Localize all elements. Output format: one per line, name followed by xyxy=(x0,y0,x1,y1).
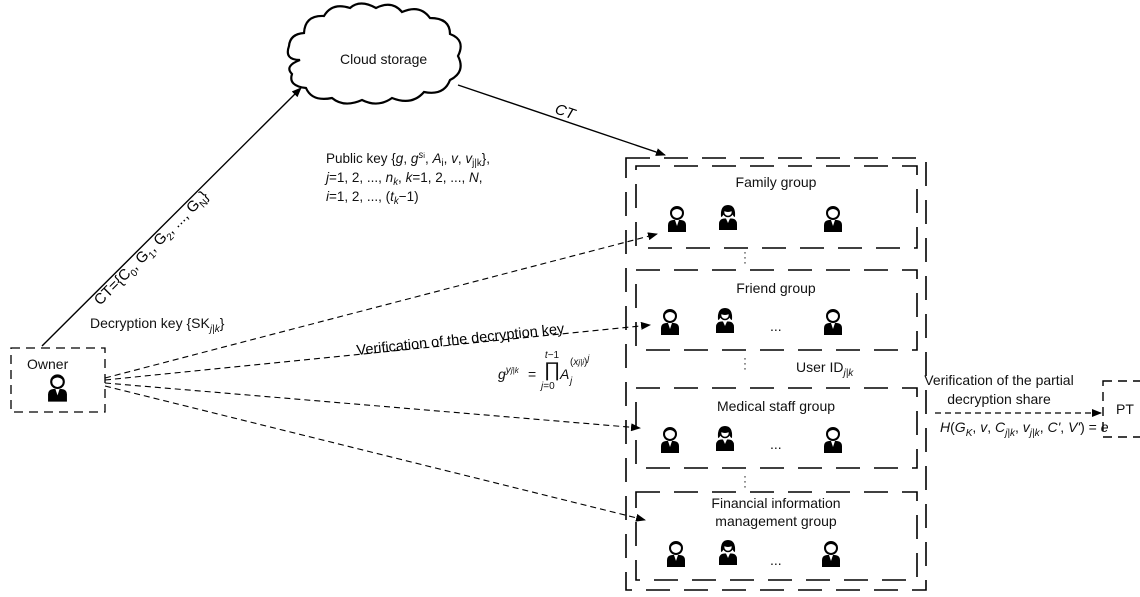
group-title-medical: Medical staff group xyxy=(716,398,836,414)
pt-box xyxy=(1102,380,1140,438)
partial-share-line2: decryption share xyxy=(947,391,1051,407)
user-male-icon xyxy=(821,541,841,567)
group-title-financial-line2: management group xyxy=(715,513,837,529)
decryption-key-label: Decryption key {SKj|k} xyxy=(90,315,225,335)
group-box-financial xyxy=(635,491,918,581)
verification-formula-eq: = xyxy=(528,366,537,382)
user-male-icon xyxy=(823,206,843,232)
group-title-friend: Friend group xyxy=(736,280,816,296)
members-ellipsis: ... xyxy=(770,436,782,452)
ct-arrow-label: CT xyxy=(553,101,579,124)
verification-formula-a: A xyxy=(560,366,570,382)
owner-label: Owner xyxy=(27,356,69,372)
verification-formula: gyj|k xyxy=(498,365,519,382)
cloud-label: Cloud storage xyxy=(340,51,428,67)
public-key-line1: Public key {g, gsi, Ai, v, vj|k}, xyxy=(326,149,490,170)
group-box-friend xyxy=(635,269,918,351)
partial-share-formula: H(GK, v, Cj|k, vj|k, C', V') = e xyxy=(940,419,1109,439)
user-male-icon xyxy=(823,309,843,335)
ct-owner-to-cloud-arrow xyxy=(41,87,302,347)
vertical-ellipsis-icon: ··· xyxy=(743,351,747,375)
user-male-icon xyxy=(666,541,686,567)
group-box-medical xyxy=(635,387,918,469)
user-male-icon xyxy=(660,309,680,335)
arrow-to-friend xyxy=(104,321,651,381)
verification-formula-prod: t−1 xyxy=(544,350,560,361)
public-key-line2: j=1, 2, ..., nk, k=1, 2, ..., N, xyxy=(326,170,483,189)
user-female-icon xyxy=(718,204,738,230)
ct-cloud-to-groups-arrow xyxy=(457,84,666,156)
user-male-icon xyxy=(823,427,843,453)
members-ellipsis: ... xyxy=(770,552,782,568)
cloud-icon xyxy=(286,2,462,105)
vertical-ellipsis-icon: ··· xyxy=(743,469,747,493)
verification-decryption-key-label: Verification of the decryption key xyxy=(356,321,566,359)
vertical-ellipsis-icon: ··· xyxy=(743,245,747,269)
groups-container xyxy=(625,157,927,591)
user-female-icon xyxy=(718,539,738,565)
verification-formula-prod-low: j=0 xyxy=(541,381,555,392)
user-male-icon xyxy=(660,427,680,453)
members-ellipsis: ... xyxy=(770,318,782,334)
verification-formula-a-sub: j xyxy=(570,376,573,387)
owner-user-icon xyxy=(47,374,68,402)
ct-components-label: CT={C0, G1, G2, ..., GN} xyxy=(91,188,214,311)
pt-label: PT xyxy=(1116,401,1134,417)
user-female-icon xyxy=(715,425,735,451)
public-key-line3: i=1, 2, ..., (tk−1) xyxy=(326,189,419,208)
group-title-financial-line1: Financial information xyxy=(711,495,841,511)
verification-formula-prod-sym: ∏ xyxy=(544,359,561,381)
user-id-label: User IDj|k xyxy=(796,359,854,379)
group-title-family: Family group xyxy=(735,174,817,190)
user-female-icon xyxy=(715,307,735,333)
verification-formula-a-sup: (xj|i)j xyxy=(570,353,590,368)
partial-share-line1: Verification of the partial xyxy=(924,372,1074,388)
arrow-to-financial xyxy=(104,385,646,522)
user-male-icon xyxy=(667,206,687,232)
group-box-family xyxy=(635,165,918,249)
arrow-to-family xyxy=(104,232,658,379)
